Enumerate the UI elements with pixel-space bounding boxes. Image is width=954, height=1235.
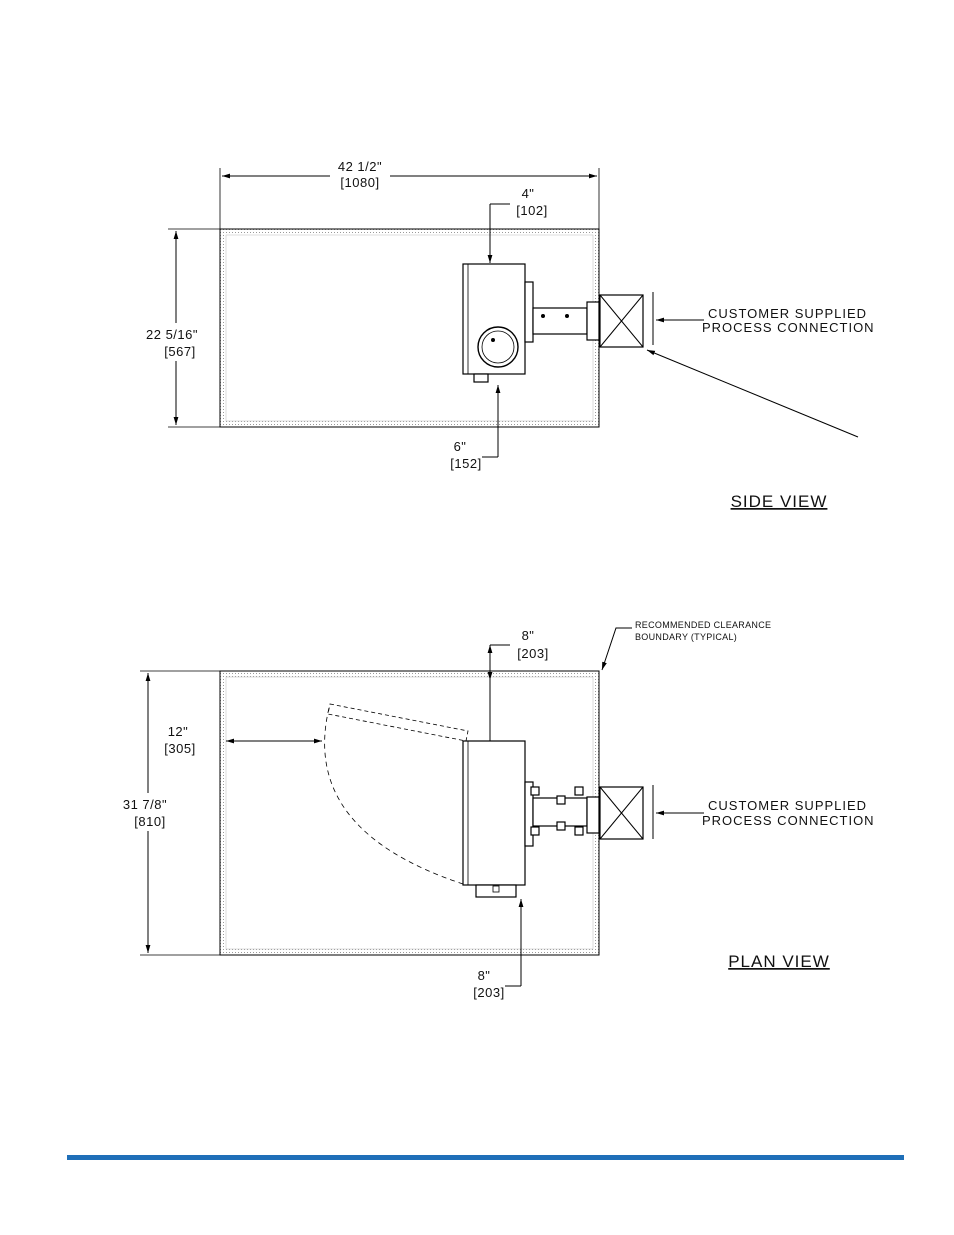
side-view-title: SIDE VIEW (731, 492, 828, 511)
side-width-mm: [1080] (340, 175, 379, 190)
plan-process-connection (600, 787, 643, 839)
plan-height-inches: 31 7/8" (123, 797, 167, 812)
side-width-inches: 42 1/2" (338, 159, 382, 174)
plan-view: RECOMMENDED CLEARANCE BOUNDARY (TYPICAL)… (112, 620, 875, 1000)
plan-bottom-clearance-mm: [203] (473, 985, 504, 1000)
plan-bottom-clearance-inches: 8" (478, 968, 491, 983)
side-probe-arm (533, 308, 587, 334)
plan-door-clearance-inches: 12" (168, 724, 189, 739)
plan-height-mm: [810] (134, 814, 165, 829)
footer-rule (67, 1155, 904, 1160)
side-bottom-clearance-mm: [152] (450, 456, 481, 471)
side-connection-label-1: CUSTOMER SUPPLIED (708, 306, 867, 321)
plan-connection-label-2: PROCESS CONNECTION (702, 813, 875, 828)
plan-analyzer-enclosure (463, 741, 533, 897)
side-process-connection (600, 295, 643, 347)
side-boundary-leader (647, 350, 858, 437)
plan-clearance-note-2: BOUNDARY (TYPICAL) (635, 632, 737, 642)
plan-clearance-note-1: RECOMMENDED CLEARANCE (635, 620, 771, 630)
side-top-clearance-mm: [102] (516, 203, 547, 218)
side-connection-label-2: PROCESS CONNECTION (702, 320, 875, 335)
side-bottom-clearance-inches: 6" (454, 439, 467, 454)
plan-top-clearance-inches: 8" (522, 628, 535, 643)
side-window-icon (478, 327, 518, 367)
side-height-mm: [567] (164, 344, 195, 359)
plan-view-title: PLAN VIEW (728, 952, 830, 971)
plan-connection-label-1: CUSTOMER SUPPLIED (708, 798, 867, 813)
side-height-inches: 22 5/16" (146, 327, 198, 342)
side-view: 42 1/2" [1080] 22 5/16" [567] 4" [102] (135, 159, 875, 511)
plan-door-clearance-mm: [305] (164, 741, 195, 756)
plan-top-clearance-mm: [203] (517, 646, 548, 661)
side-analyzer-enclosure (463, 264, 533, 382)
side-top-clearance-inches: 4" (522, 186, 535, 201)
